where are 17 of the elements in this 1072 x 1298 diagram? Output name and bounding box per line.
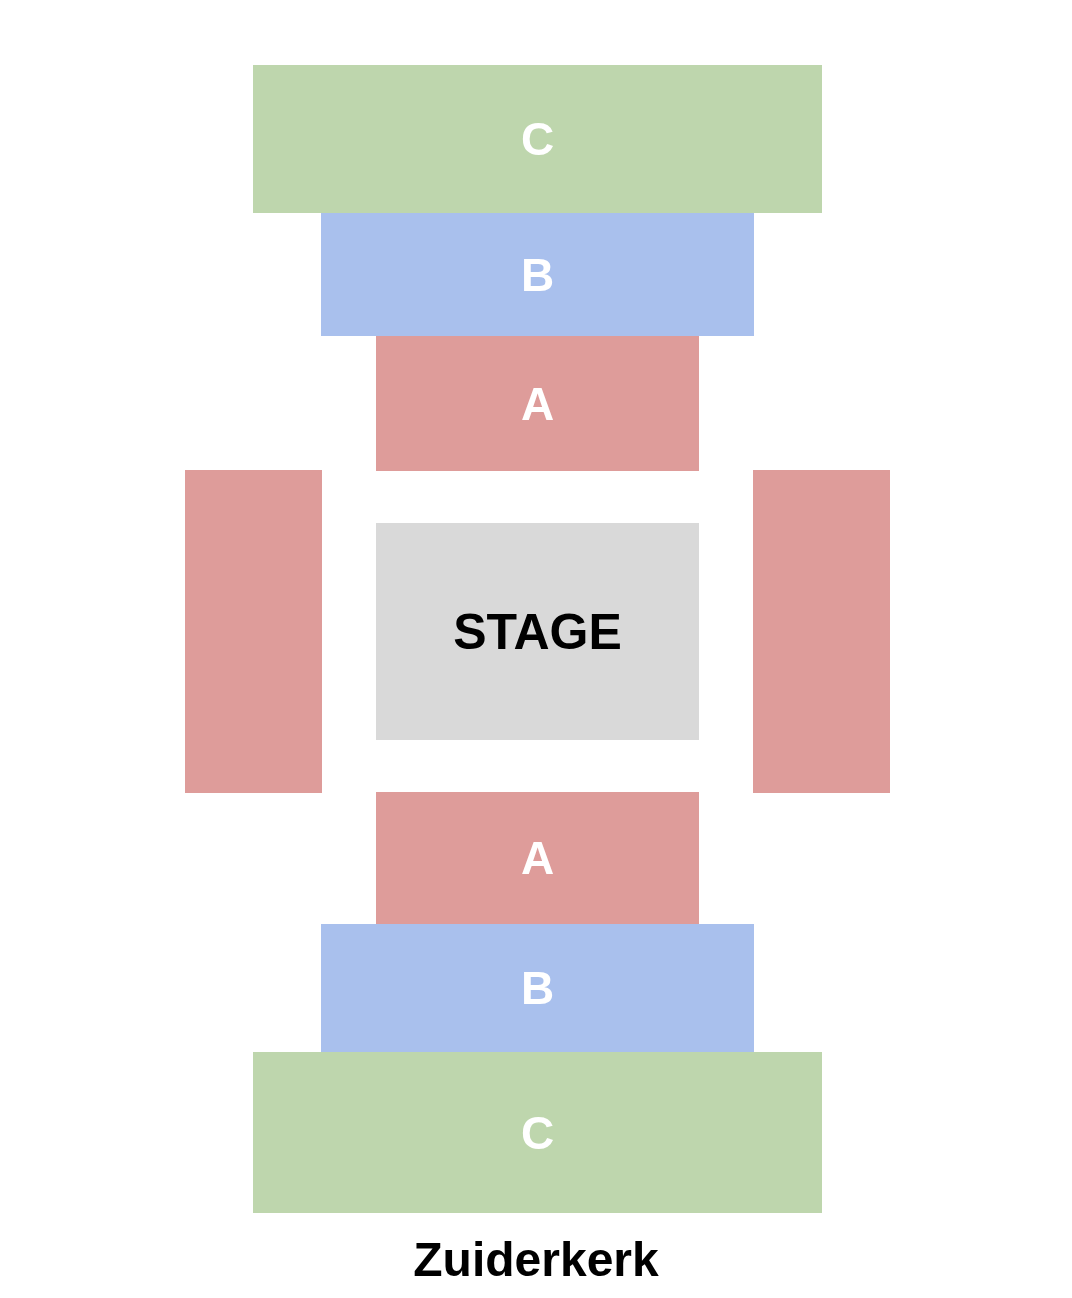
- venue-title: Zuiderkerk: [413, 1233, 659, 1286]
- stage-area: [376, 523, 699, 740]
- seating-section: [253, 65, 822, 213]
- seating-section: [376, 792, 699, 924]
- section-label: B: [520, 251, 555, 298]
- seating-section: [253, 1052, 822, 1213]
- seating-section: [185, 470, 322, 793]
- section-label: B: [520, 965, 555, 1011]
- section-label: C: [520, 116, 555, 162]
- seating-section: [753, 470, 890, 793]
- seating-section: [321, 924, 754, 1052]
- seating-section: [321, 213, 754, 336]
- stage-label: STAGE: [453, 606, 622, 657]
- section-label: A: [520, 380, 555, 427]
- section-label: A: [520, 835, 555, 881]
- seating-section: [376, 336, 699, 471]
- section-label: C: [520, 1109, 555, 1156]
